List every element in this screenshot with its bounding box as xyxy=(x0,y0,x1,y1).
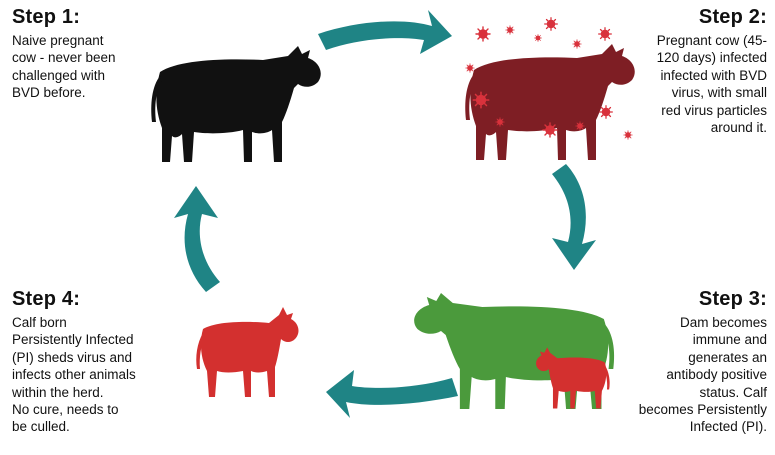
virus-particle-icon xyxy=(466,64,474,72)
virus-particle-icon xyxy=(573,40,581,48)
cycle-arrow-icon xyxy=(174,186,220,292)
virus-particle-icon xyxy=(473,92,488,107)
virus-particle-icon xyxy=(545,18,558,31)
virus-particle-icon xyxy=(476,27,490,41)
cow-black-icon xyxy=(151,46,320,162)
virus-particle-icon xyxy=(576,122,584,130)
cycle-arrow-icon xyxy=(318,10,452,54)
virus-particle-icon xyxy=(624,131,632,139)
virus-particle-icon xyxy=(506,26,514,34)
virus-particle-icon xyxy=(600,106,613,119)
virus-particle-icon xyxy=(599,28,612,41)
virus-particle-icon xyxy=(535,35,542,42)
cycle-arrow-icon xyxy=(326,370,458,418)
calf-red-icon xyxy=(196,307,298,397)
virus-particle-icon xyxy=(543,123,557,137)
cycle-arrow-icon xyxy=(552,164,596,270)
cow-infected-icon xyxy=(465,44,634,160)
virus-particle-icon xyxy=(496,118,504,126)
